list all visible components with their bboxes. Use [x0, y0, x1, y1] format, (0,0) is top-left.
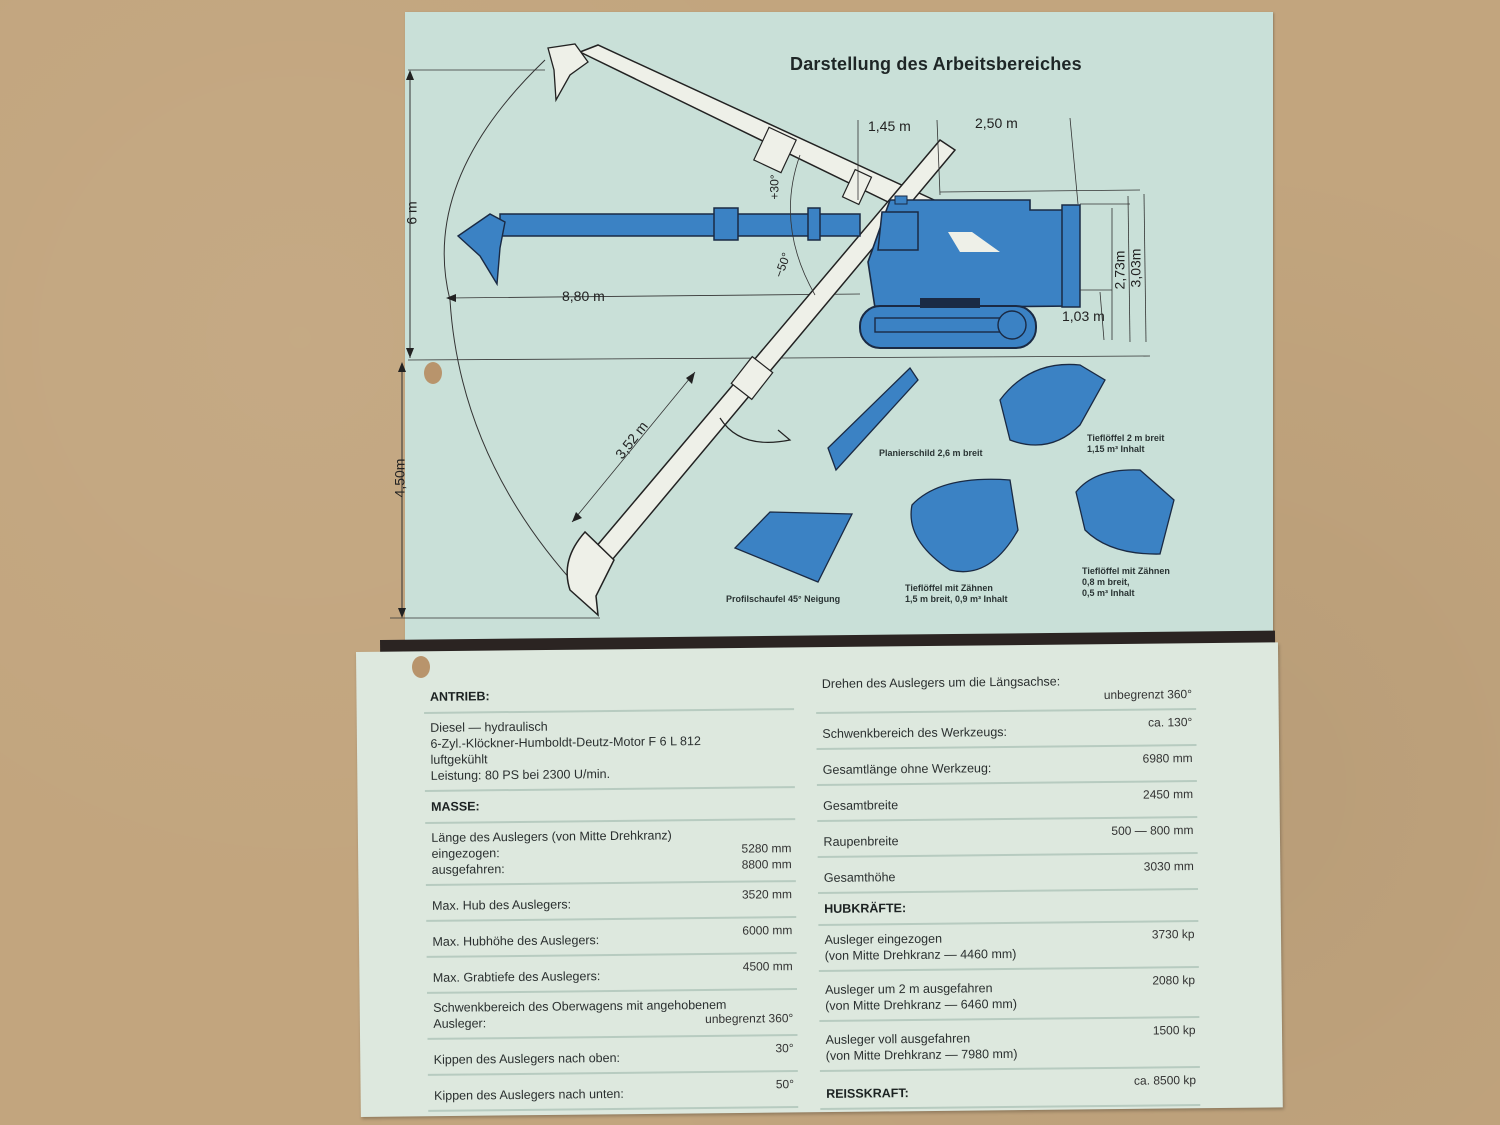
- section-masse: MASSE:: [424, 788, 796, 824]
- spec-label: Gesamthöhe: [823, 870, 896, 885]
- dim-depth-down: 4,50m: [391, 458, 408, 498]
- spec-label: Kippen des Auslegers nach oben:: [433, 1050, 621, 1067]
- spec-value: 3730 kp: [1151, 927, 1195, 942]
- dim-height-up: 6 m: [403, 201, 420, 225]
- spec-row: Raupenbreite 500 — 800 mm: [817, 818, 1198, 858]
- antrieb-description: Diesel — hydraulisch 6-Zyl.-Klöckner-Hum…: [424, 710, 795, 792]
- dim-front-offset: 1,45 m: [868, 118, 911, 134]
- section-hubkraefte: HUBKRÄFTE:: [818, 890, 1199, 926]
- spec-row: Gesamtlänge ohne Werkzeug: 6980 mm: [816, 746, 1197, 786]
- tool-detail: 0,5 m³ Inhalt: [1082, 588, 1135, 598]
- tool-label-tiefloeffel-1-5m: Tieflöffel mit Zähnen 1,5 m breit, 0,9 m…: [905, 583, 1008, 605]
- spec-value: unbegrenzt 360°: [705, 1011, 794, 1027]
- tool-name: Tieflöffel mit Zähnen: [905, 583, 993, 593]
- spec-row: Max. Hubhöhe des Auslegers: 6000 mm: [426, 918, 797, 958]
- spec-value: 1500 kp: [1152, 1023, 1196, 1038]
- spec-row: Drehen des Auslegers um die Längsachse: …: [815, 666, 1197, 714]
- spec-row: Ausleger eingezogen (von Mitte Drehkranz…: [818, 922, 1199, 972]
- spec-value: 6980 mm: [1142, 751, 1193, 766]
- punch-hole: [424, 362, 442, 384]
- tool-detail: 0,8 m breit,: [1082, 577, 1130, 587]
- spec-row: Länge des Auslegers (von Mitte Drehkranz…: [425, 820, 796, 886]
- spec-label: (von Mitte Drehkranz — 6460 mm): [825, 996, 1018, 1013]
- dim-total-height: 3,03m: [1127, 248, 1144, 288]
- tool-name: Tieflöffel 2 m breit: [1087, 433, 1165, 443]
- spec-row: Kippen des Auslegers nach oben: 30°: [427, 1036, 798, 1076]
- spec-value: 30°: [775, 1041, 794, 1056]
- punch-hole: [412, 656, 430, 678]
- tool-name: Tieflöffel mit Zähnen: [1082, 566, 1170, 576]
- spec-label: Max. Hub des Auslegers:: [432, 897, 572, 913]
- dim-cab-height: 2,73m: [1111, 250, 1128, 290]
- spec-label: Raupenbreite: [823, 834, 899, 849]
- spec-value: 4500 mm: [742, 959, 793, 974]
- diagram-title: Darstellung des Arbeitsbereiches: [790, 54, 1082, 74]
- tool-detail: 1,5 m breit, 0,9 m³ Inhalt: [905, 594, 1008, 604]
- spec-value: 2080 kp: [1152, 973, 1196, 988]
- dim-ground-clearance: 1,03 m: [1062, 308, 1105, 324]
- spec-label: Schwenkbereich des Werkzeugs:: [822, 725, 1008, 741]
- spec-row: Kippen des Auslegers nach unten: 50°: [427, 1072, 799, 1112]
- spec-row: Max. Grabtiefe des Auslegers: 4500 mm: [426, 954, 798, 994]
- dim-tilt-up: +30°: [767, 174, 782, 200]
- spec-label: REISSKRAFT:: [826, 1086, 909, 1101]
- spec-row: Max. Hub des Auslegers: 3520 mm: [425, 882, 797, 922]
- spec-value: 8800 mm: [741, 857, 792, 872]
- spec-label: Drehen des Auslegers um die Längsachse:: [821, 674, 1061, 691]
- spec-value: ca. 8500 kp: [1133, 1073, 1197, 1088]
- spec-value: 3030 mm: [1143, 859, 1194, 874]
- tool-detail: 1,15 m³ Inhalt: [1087, 444, 1145, 454]
- spec-row: Schwenkbereich des Oberwagens mit angeho…: [427, 990, 798, 1040]
- antrieb-line: Leistung: 80 PS bei 2300 U/min.: [430, 767, 611, 783]
- spec-value: 3520 mm: [741, 887, 793, 902]
- spec-row-reisskraft: REISSKRAFT: ca. 8500 kp: [819, 1068, 1201, 1110]
- spec-label: (von Mitte Drehkranz — 7980 mm): [825, 1046, 1018, 1063]
- spec-label: Gesamtbreite: [823, 798, 899, 813]
- dim-reach: 8,80 m: [562, 288, 605, 304]
- spec-row: Gesamthöhe 3030 mm: [817, 854, 1199, 894]
- spec-row: Schwenkbereich des Werkzeugs: ca. 130°: [816, 710, 1197, 750]
- spec-label: (von Mitte Drehkranz — 4460 mm): [824, 946, 1017, 963]
- spec-value: 500 — 800 mm: [1111, 823, 1194, 838]
- spec-value: 50°: [775, 1077, 795, 1092]
- tool-label-tiefloeffel-0-8m: Tieflöffel mit Zähnen 0,8 m breit, 0,5 m…: [1082, 566, 1170, 599]
- spec-label: Max. Hubhöhe des Auslegers:: [432, 933, 600, 949]
- spec-value: ca. 130°: [1148, 715, 1193, 730]
- spec-label: Kippen des Auslegers nach unten:: [434, 1086, 624, 1103]
- spec-row: Ausleger um 2 m ausgefahren (von Mitte D…: [818, 968, 1200, 1022]
- spec-label: Gesamtlänge ohne Werkzeug:: [822, 761, 992, 777]
- spec-row: Ausleger voll ausgefahren (von Mitte Dre…: [819, 1018, 1200, 1072]
- tool-label-tiefloeffel-2m: Tieflöffel 2 m breit 1,15 m³ Inhalt: [1087, 433, 1164, 455]
- spec-value: 2450 mm: [1142, 787, 1194, 802]
- spec-value: 6000 mm: [742, 923, 793, 938]
- spec-column-left: ANTRIEB: Diesel — hydraulisch 6-Zyl.-Klö…: [423, 678, 799, 1112]
- tool-label-planierschild: Planierschild 2,6 m breit: [879, 448, 983, 458]
- spec-value: unbegrenzt 360°: [1103, 687, 1193, 702]
- spec-value: 5280 mm: [741, 841, 792, 856]
- spec-values: 5280 mm 8800 mm: [741, 840, 791, 873]
- spec-row: Gesamtbreite 2450 mm: [816, 782, 1198, 822]
- tool-label-profilschaufel: Profilschaufel 45° Neigung: [726, 594, 841, 604]
- dim-rear-length: 2,50 m: [975, 115, 1018, 131]
- spec-label: Max. Grabtiefe des Auslegers:: [432, 969, 601, 985]
- section-antrieb: ANTRIEB:: [423, 678, 795, 714]
- spec-column-right: Drehen des Auslegers um die Längsachse: …: [815, 666, 1201, 1110]
